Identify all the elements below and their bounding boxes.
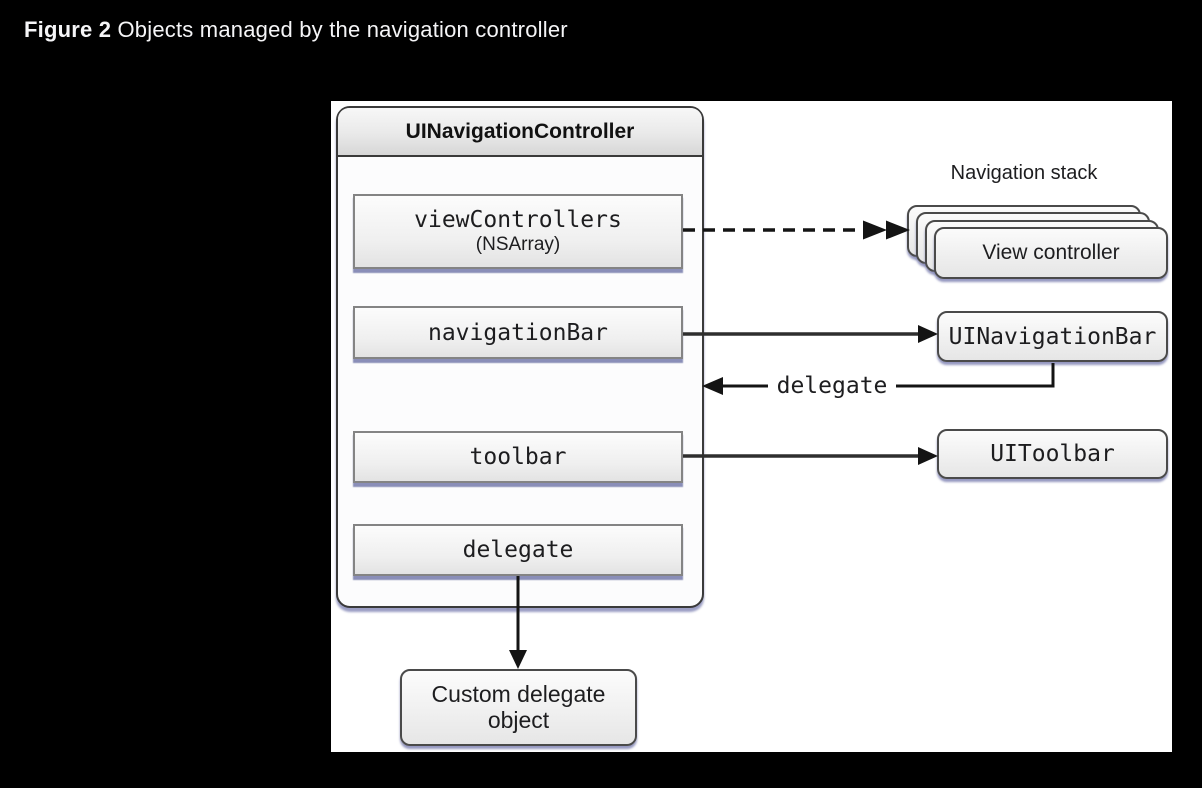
- viewcontrollers-property-box: viewControllers (NSArray): [353, 194, 683, 269]
- uinavigationbar-label: UINavigationBar: [948, 323, 1157, 350]
- diagram-canvas: UINavigationController viewControllers (…: [331, 101, 1172, 752]
- toolbar-to-uitoolbar-arrow: [683, 447, 938, 465]
- custom-delegate-object-label: Custom delegate object: [431, 680, 606, 733]
- uinavigationbar-box: UINavigationBar: [937, 311, 1168, 362]
- uinavigationcontroller-header: UINavigationController: [338, 108, 702, 157]
- figure-label: Figure 2: [24, 17, 112, 42]
- navigationbar-label: navigationBar: [427, 319, 608, 346]
- figure-caption-text: Objects managed by the navigation contro…: [117, 17, 568, 42]
- uinavigationcontroller-title: UINavigationController: [405, 119, 635, 143]
- uitoolbar-label: UIToolbar: [990, 441, 1115, 467]
- custom-delegate-object-box: Custom delegate object: [400, 669, 637, 746]
- navigationbar-to-uinavigationbar-arrow: [683, 325, 938, 343]
- stack-card-front: View controller: [934, 227, 1168, 279]
- viewcontrollers-label: viewControllers: [414, 207, 622, 233]
- view-controller-label: View controller: [982, 241, 1120, 264]
- delegate-property-box: delegate: [353, 524, 683, 576]
- toolbar-label: toolbar: [469, 444, 567, 470]
- delegate-label: delegate: [462, 537, 574, 563]
- navigationbar-property-box: navigationBar: [353, 306, 683, 359]
- uitoolbar-box: UIToolbar: [937, 429, 1168, 479]
- navigation-stack-label: Navigation stack: [950, 162, 1098, 184]
- viewcontrollers-to-stack-arrow: [683, 220, 910, 240]
- toolbar-property-box: toolbar: [353, 431, 683, 483]
- nsarray-sublabel: (NSArray): [475, 234, 561, 255]
- delegate-arrow-label: delegate: [768, 371, 896, 401]
- figure-caption: Figure 2 Objects managed by the navigati…: [24, 17, 568, 43]
